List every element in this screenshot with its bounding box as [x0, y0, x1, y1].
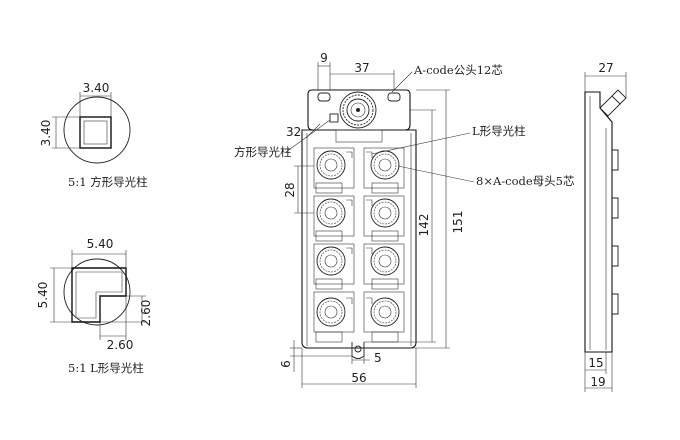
- dim-151: 151: [451, 211, 465, 234]
- dim-5: 5: [374, 351, 382, 365]
- square-guide-detail: 3.40 3.40 5:1 方形导光柱: [39, 81, 148, 189]
- dim-19: 19: [590, 375, 605, 389]
- port-1: [313, 147, 355, 189]
- square-detail-circle: [63, 96, 131, 164]
- port-4: [363, 195, 405, 237]
- dim-56: 56: [351, 371, 366, 385]
- mount-slot-top-left: [317, 92, 331, 102]
- dim-142: 142: [417, 214, 431, 237]
- callout-l-guide: L形导光柱: [472, 124, 526, 138]
- square-guide-outer: [79, 116, 112, 149]
- side-port-3: [612, 245, 619, 267]
- l-guide-inner: [75, 271, 123, 319]
- port-6: [363, 243, 405, 285]
- dim-6: 6: [279, 360, 293, 368]
- l-detail-caption: 5:1 L形导光柱: [68, 361, 144, 375]
- side-port-1: [612, 149, 619, 171]
- mount-slot-top-right: [387, 92, 401, 102]
- dim-37: 37: [354, 61, 369, 75]
- square-guide-inner: [83, 120, 108, 145]
- port-7: [313, 291, 355, 333]
- callout-male-connector: A-code公头12芯: [413, 63, 503, 77]
- side-body: [584, 91, 613, 353]
- dim-15: 15: [588, 356, 603, 370]
- l-inner-width-label: 2.60: [107, 338, 134, 352]
- square-width-label: 3.40: [83, 81, 110, 95]
- port-5: [313, 243, 355, 285]
- male-m12-connector: [339, 91, 377, 129]
- front-view: 9 37 32 28 142 151 5 6 56: [234, 51, 575, 388]
- l-width-label: 5.40: [87, 237, 114, 251]
- bottom-mount-hole: [354, 345, 362, 353]
- l-guide-detail: 5.40 5.40 2.60 2.60 5:1 L形导光柱: [36, 237, 153, 375]
- l-guide-outer: [71, 267, 127, 323]
- l-inner-height-label: 2.60: [139, 300, 153, 327]
- square-detail-caption: 5:1 方形导光柱: [68, 175, 148, 189]
- dim-28: 28: [283, 182, 297, 197]
- side-view: 27 15 19: [584, 61, 627, 392]
- l-detail-circle: [63, 258, 131, 326]
- port-3: [313, 195, 355, 237]
- side-port-2: [612, 197, 619, 219]
- dim-9: 9: [320, 51, 328, 65]
- dim-32: 32: [286, 125, 301, 139]
- callout-square-guide: 方形导光柱: [234, 145, 292, 159]
- square-light-guide: [329, 113, 339, 123]
- dim-27: 27: [598, 61, 613, 75]
- side-port-4: [612, 293, 619, 315]
- square-height-label: 3.40: [39, 120, 53, 147]
- callout-female-connectors: 8×A-code母头5芯: [476, 174, 575, 188]
- l-height-label: 5.40: [36, 282, 50, 309]
